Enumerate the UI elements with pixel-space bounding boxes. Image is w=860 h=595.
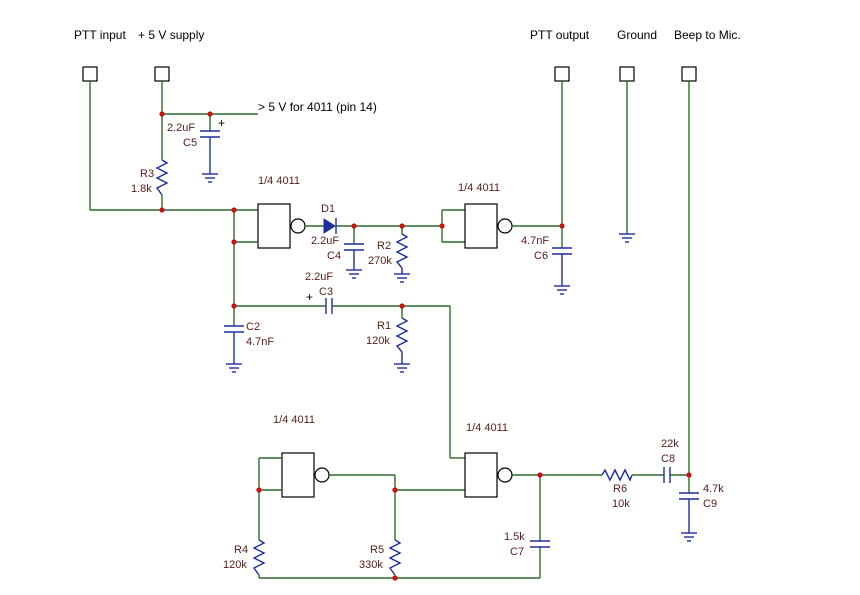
resistor-r6: R6 10k bbox=[601, 468, 633, 510]
svg-text:C5: C5 bbox=[183, 137, 197, 149]
diode-d1: D1 bbox=[321, 203, 337, 234]
svg-text:R5: R5 bbox=[370, 544, 384, 556]
ground-label: Ground bbox=[617, 28, 657, 42]
svg-text:R3: R3 bbox=[140, 168, 154, 180]
supply-terminal[interactable]: + 5 V supply bbox=[138, 28, 204, 82]
beep-label: Beep to Mic. bbox=[674, 28, 741, 42]
svg-text:C6: C6 bbox=[534, 250, 548, 262]
svg-text:C4: C4 bbox=[327, 250, 341, 262]
svg-text:+: + bbox=[306, 290, 313, 304]
supply-wiring bbox=[89, 81, 258, 211]
svg-text:R2: R2 bbox=[377, 240, 391, 252]
resistor-r2: R2 270k bbox=[368, 226, 410, 283]
svg-text:D1: D1 bbox=[321, 203, 335, 215]
svg-text:C7: C7 bbox=[510, 546, 524, 558]
ptt-output-label: PTT output bbox=[530, 28, 590, 42]
svg-text:R1: R1 bbox=[377, 320, 391, 332]
svg-text:4.7nF: 4.7nF bbox=[521, 235, 549, 247]
ground-terminal[interactable]: Ground bbox=[617, 28, 657, 82]
beep-terminal[interactable]: Beep to Mic. bbox=[674, 28, 741, 82]
svg-text:C3: C3 bbox=[319, 286, 333, 298]
capacitor-c2: C2 4.7nF bbox=[224, 321, 274, 373]
svg-text:4.7nF: 4.7nF bbox=[246, 336, 274, 348]
svg-text:2.2uF: 2.2uF bbox=[305, 271, 333, 283]
ptt-input-terminal[interactable]: PTT input bbox=[74, 28, 126, 82]
svg-text:22k: 22k bbox=[661, 438, 679, 450]
svg-text:120k: 120k bbox=[223, 559, 247, 571]
capacitor-c3: + 2.2uF C3 bbox=[305, 271, 333, 314]
svg-text:270k: 270k bbox=[368, 255, 392, 267]
capacitor-c7: 1.5k C7 bbox=[504, 531, 550, 558]
ptt-output-wiring bbox=[512, 81, 628, 248]
capacitor-c5: + 2.2uF C5 bbox=[167, 116, 225, 183]
gate-4: 1/4 4011 bbox=[464, 422, 513, 498]
capacitor-c6: 4.7nF C6 bbox=[521, 235, 572, 295]
svg-text:1.8k: 1.8k bbox=[131, 183, 152, 195]
resistor-r1: R1 120k bbox=[366, 306, 410, 373]
gate-1: 1/4 4011 bbox=[257, 175, 306, 249]
junction-dots bbox=[159, 111, 692, 581]
ptt-output-terminal[interactable]: PTT output bbox=[530, 28, 590, 82]
svg-text:C8: C8 bbox=[661, 453, 675, 465]
svg-text:1/4 4011: 1/4 4011 bbox=[273, 414, 315, 426]
resistor-r5: R5 330k bbox=[359, 539, 402, 576]
svg-text:+: + bbox=[218, 116, 225, 130]
svg-text:330k: 330k bbox=[359, 559, 383, 571]
svg-text:10k: 10k bbox=[612, 498, 630, 510]
svg-text:1/4 4011: 1/4 4011 bbox=[466, 422, 508, 434]
svg-text:1.5k: 1.5k bbox=[504, 531, 525, 543]
svg-text:2.2uF: 2.2uF bbox=[167, 122, 195, 134]
capacitor-c8: 22k C8 bbox=[661, 438, 679, 483]
svg-text:C2: C2 bbox=[246, 321, 260, 333]
ground-symbol-terminal bbox=[619, 233, 635, 243]
capacitor-c4: 2.2uF C4 bbox=[311, 226, 364, 279]
svg-text:1/4 4011: 1/4 4011 bbox=[458, 182, 500, 194]
gate-3: 1/4 4011 bbox=[273, 414, 330, 498]
svg-text:120k: 120k bbox=[366, 335, 390, 347]
gate-2: 1/4 4011 bbox=[458, 182, 513, 249]
svg-text:1/4 4011: 1/4 4011 bbox=[258, 175, 300, 187]
svg-text:C9: C9 bbox=[703, 498, 717, 510]
svg-text:2.2uF: 2.2uF bbox=[311, 235, 339, 247]
middle-wiring bbox=[233, 305, 465, 459]
resistor-r4: R4 120k bbox=[223, 539, 266, 576]
capacitor-c9: 4.7k C9 bbox=[679, 483, 724, 542]
ptt-input-label: PTT input bbox=[74, 28, 126, 42]
output-wiring bbox=[512, 81, 690, 578]
svg-text:R4: R4 bbox=[234, 544, 248, 556]
svg-text:4.7k: 4.7k bbox=[703, 483, 724, 495]
resistor-r3: R3 1.8k bbox=[131, 159, 169, 196]
svg-text:R6: R6 bbox=[613, 483, 627, 495]
supply-label: + 5 V supply bbox=[138, 28, 204, 42]
supply-note: > 5 V for 4011 (pin 14) bbox=[258, 100, 377, 114]
